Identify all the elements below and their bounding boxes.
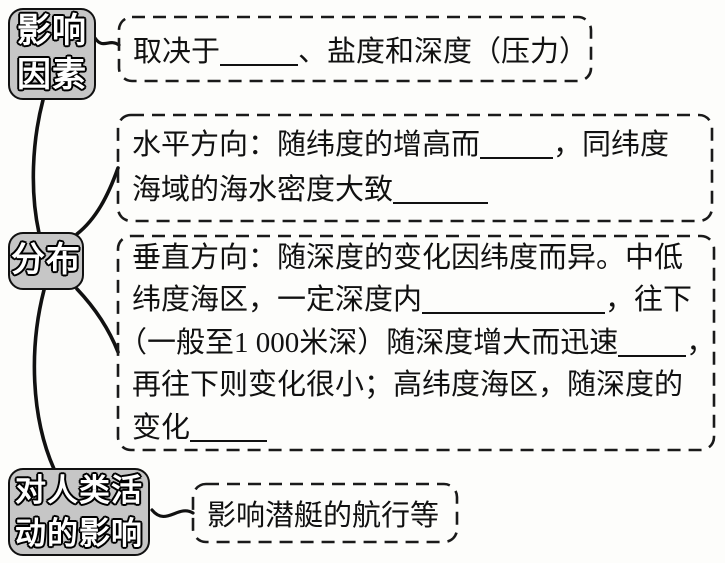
text-line: 变化 bbox=[132, 407, 717, 450]
connector-factors-to-determinants bbox=[93, 36, 121, 47]
text-segment: 纬度海区，一定深度内 bbox=[132, 284, 423, 317]
text-segment: 影响潜艇的航行等 bbox=[207, 500, 440, 532]
text-line: 动的影响 bbox=[15, 512, 143, 555]
text-line: 影响 bbox=[17, 10, 87, 54]
text-segment: 垂直方向：随深度的变化因纬度而异。中低 bbox=[132, 241, 684, 274]
fill-in-blank bbox=[190, 437, 268, 442]
text-segment: 海域的海水密度大致 bbox=[132, 174, 394, 206]
text-segment: （一般至1 000米深）随深度增大而迅速 bbox=[118, 326, 619, 359]
text-segment: ， bbox=[686, 326, 716, 359]
connector-distribution-to-vertical bbox=[75, 287, 120, 354]
text-segment: 水平方向：随纬度的增高而 bbox=[132, 129, 481, 161]
text-line: 再往下则变化很小；高纬度海区，随深度的 bbox=[132, 364, 717, 407]
card-horizontal-distribution-text: 水平方向：随纬度的增高而 ，同纬度海域的海水密度大致 bbox=[132, 115, 712, 221]
text-segment: 对人类活 bbox=[15, 473, 143, 508]
text-segment: 影响 bbox=[17, 13, 87, 50]
connector-distribution-to-human-activity bbox=[32, 288, 56, 471]
text-segment: 因素 bbox=[17, 57, 87, 94]
text-line: 因素 bbox=[17, 54, 87, 98]
text-segment: 、盐度和深度（压力） bbox=[298, 36, 589, 68]
text-line: 取决于 、盐度和深度（压力） bbox=[133, 28, 593, 70]
card-submarine-border bbox=[191, 482, 459, 544]
text-segment: 再往下则变化很小；高纬度海区，随深度的 bbox=[132, 369, 684, 402]
text-line: 海域的海水密度大致 bbox=[132, 168, 712, 213]
connector-distribution-to-horizontal bbox=[75, 166, 120, 236]
node-influencing-factors: 影响因素 bbox=[8, 8, 96, 100]
fill-in-blank bbox=[220, 61, 299, 66]
text-line: 纬度海区，一定深度内 ，往下 bbox=[132, 279, 717, 322]
text-segment: 动的影响 bbox=[15, 516, 143, 551]
card-horizontal-border bbox=[116, 113, 714, 223]
node-human-activity-impact: 对人类活动的影响 bbox=[8, 468, 150, 556]
card-vertical-border bbox=[116, 234, 716, 452]
text-line: （一般至1 000米深）随深度增大而迅速 ， bbox=[118, 322, 717, 365]
text-line: 水平方向：随纬度的增高而 ，同纬度 bbox=[132, 123, 712, 168]
card-submarine-impact-text: 影响潜艇的航行等 bbox=[207, 484, 452, 542]
card-vertical-distribution-text: 垂直方向：随深度的变化因纬度而异。中低纬度海区，一定深度内 ，往下 （一般至1 00… bbox=[118, 236, 717, 450]
text-segment: ，往下 bbox=[605, 284, 693, 317]
fill-in-blank bbox=[393, 199, 489, 204]
text-segment: 取决于 bbox=[133, 36, 221, 68]
fill-in-blank bbox=[618, 352, 687, 357]
fill-in-blank bbox=[422, 309, 606, 315]
text-segment: 分布 bbox=[11, 242, 81, 279]
connector-factors-to-distribution bbox=[31, 98, 45, 235]
text-segment: ，同纬度 bbox=[553, 129, 670, 161]
text-segment: 变化 bbox=[132, 411, 191, 444]
connector-human-activity-to-submarine bbox=[150, 508, 195, 518]
text-line: 垂直方向：随深度的变化因纬度而异。中低 bbox=[132, 237, 717, 280]
text-line: 分布 bbox=[11, 239, 81, 283]
card-determinants-border bbox=[117, 15, 593, 83]
fill-in-blank bbox=[480, 154, 554, 159]
card-determinants-text: 取决于 、盐度和深度（压力） bbox=[133, 17, 593, 81]
node-distribution: 分布 bbox=[8, 232, 84, 290]
text-line: 影响潜艇的航行等 bbox=[207, 492, 452, 534]
text-line: 对人类活 bbox=[15, 469, 143, 512]
